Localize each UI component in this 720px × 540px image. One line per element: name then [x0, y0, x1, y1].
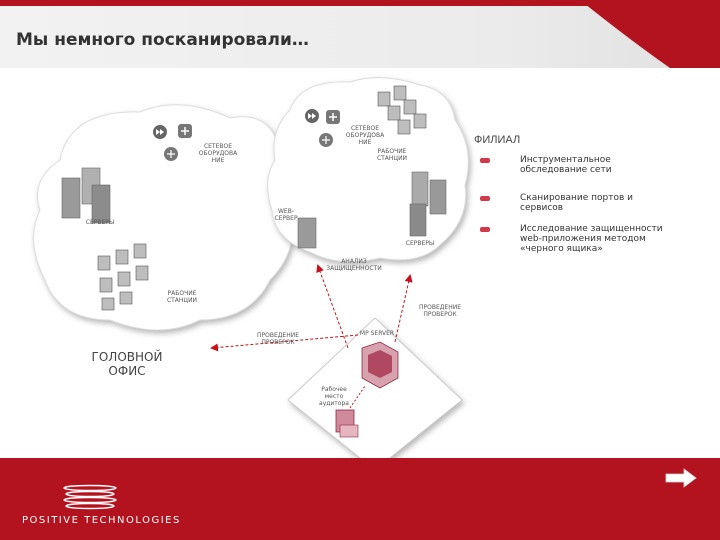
auditor-diamond — [287, 317, 463, 460]
next-slide-arrow-icon[interactable] — [664, 468, 698, 488]
arrow-to-branch-analysis — [316, 264, 349, 349]
network-diagram — [33, 77, 469, 460]
label-analysis: АНАЛИЗ ЗАЩИЩЕННОСТИ — [326, 258, 382, 272]
slide-footer — [0, 458, 720, 540]
legend-icon-port-scan — [480, 196, 490, 201]
arrow-auditor-to-server — [349, 385, 366, 409]
header-red-curve — [580, 0, 720, 68]
positive-technologies-logo-mark — [63, 484, 117, 510]
legend-item-web-blackbox: Исследование защищенности web-приложения… — [520, 224, 663, 254]
label-branch-workstations: РАБОЧИЕ СТАНЦИИ — [376, 148, 408, 162]
company-logo-text: POSITIVE TECHNOLOGIES — [22, 515, 181, 526]
branch-web-server — [297, 217, 317, 249]
legend-icon-network-survey — [480, 158, 490, 163]
head-network-equipment — [153, 124, 192, 161]
label-auditor-workstation: Рабочее место аудитора — [319, 386, 349, 407]
legend-icon-web-blackbox — [480, 227, 490, 232]
label-head-servers: СЕРВЕРЫ — [85, 219, 115, 226]
head-servers — [61, 167, 111, 224]
head-office-cloud — [33, 104, 294, 331]
label-web-server: WEB- СЕРВЕР — [274, 208, 298, 222]
arrow-to-branch-checks — [394, 274, 413, 343]
branch-label: ФИЛИАЛ — [474, 134, 521, 146]
slide-header: Мы немного посканировали… — [0, 0, 720, 68]
label-head-network-equipment: СЕТЕВОЕ ОБОРУДОВА НИЕ — [198, 143, 238, 164]
branch-workstations — [377, 85, 427, 135]
label-branch-network-equipment: СЕТЕВОЕ ОБОРУДОВА НИЕ — [345, 125, 385, 146]
label-checks-branch: ПРОВЕДЕНИЕ ПРОВЕРОК — [418, 304, 462, 318]
legend-item-network-survey: Инструментальное обследование сети — [520, 155, 612, 175]
slide-title: Мы немного посканировали… — [16, 30, 309, 50]
branch-servers — [409, 171, 447, 237]
head-workstations — [97, 243, 149, 311]
head-office-label: ГОЛОВНОЙ ОФИС — [91, 350, 163, 378]
branch-network-equipment — [305, 109, 340, 147]
legend-item-port-scan: Сканирование портов и сервисов — [520, 193, 634, 213]
label-head-workstations: РАБОЧИЕ СТАНЦИИ — [166, 290, 198, 304]
mp-server-device — [361, 341, 399, 389]
arrow-to-head-office — [210, 334, 359, 352]
header-top-stripe — [0, 0, 720, 6]
label-branch-servers: СЕРВЕРЫ — [405, 240, 435, 247]
label-checks-head: ПРОВЕДЕНИЕ ПРОВЕРОК — [256, 332, 300, 346]
auditor-workstation-device — [335, 409, 359, 438]
label-mp-server: MP SERVER — [359, 330, 395, 337]
